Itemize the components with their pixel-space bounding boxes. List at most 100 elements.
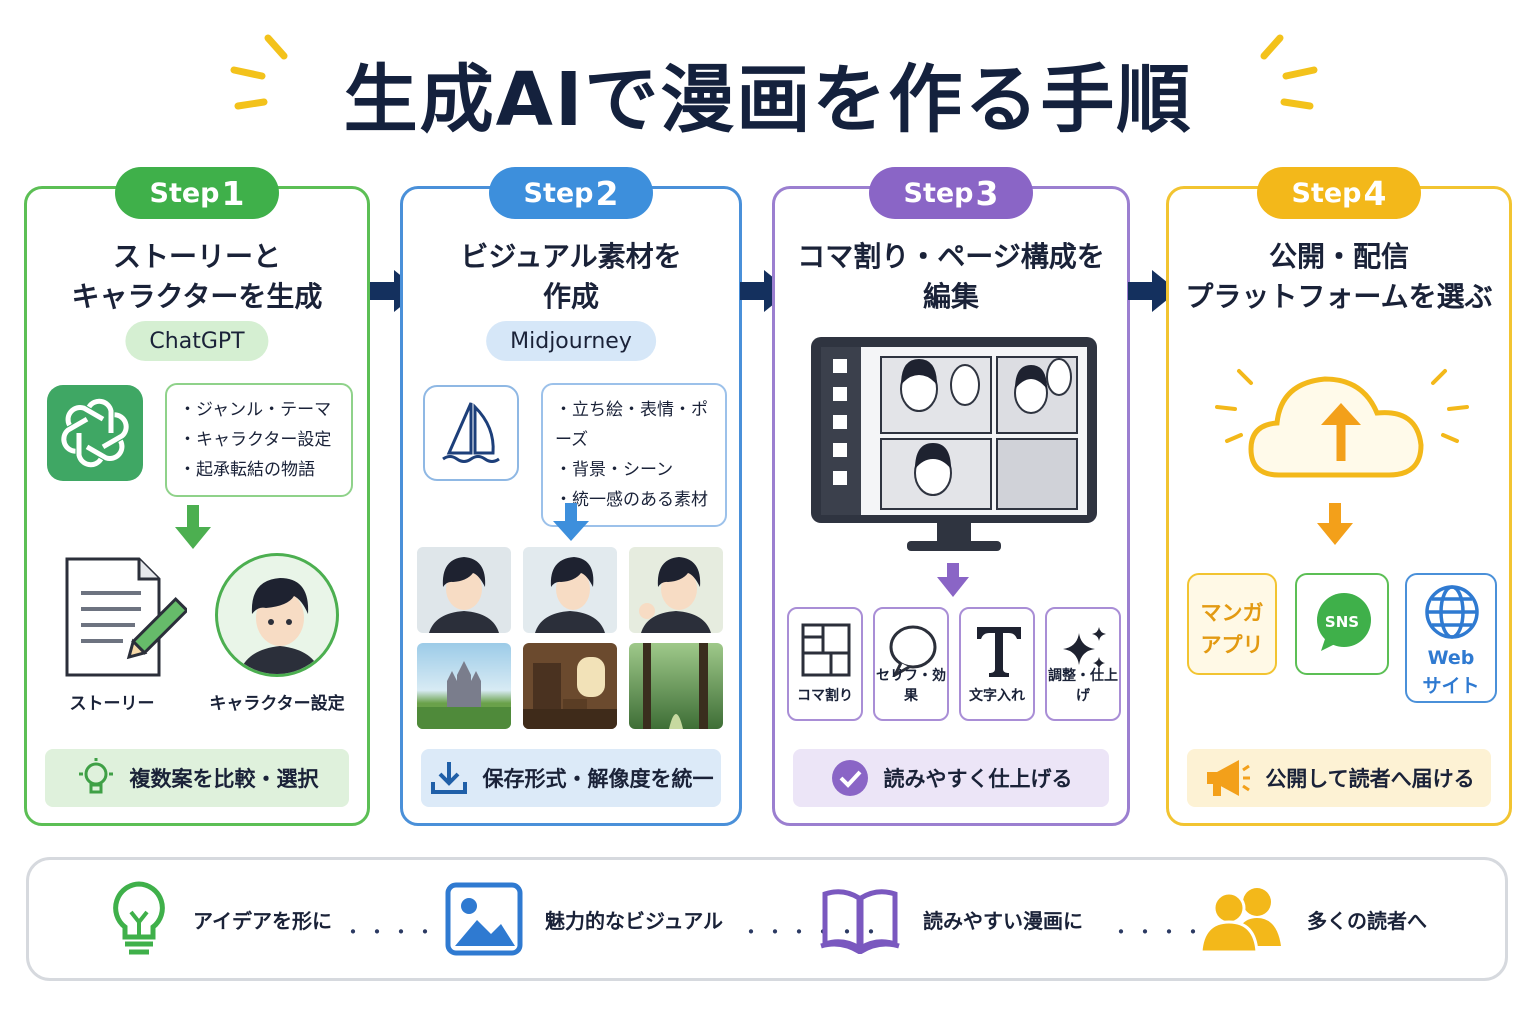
step3-word: Step xyxy=(903,177,974,209)
step2-title-line1: ビジュアル素材を xyxy=(460,240,682,273)
sparkle-left-icon xyxy=(230,34,288,110)
website-line1: Web xyxy=(1427,647,1475,669)
step1-tool-pill: ChatGPT xyxy=(125,321,269,361)
check-circle-icon xyxy=(831,760,868,796)
step1-bottom-box: 複数案を比較・選択 xyxy=(45,749,349,807)
step4-word: Step xyxy=(1291,177,1362,209)
text-insert-tool: 文字入れ xyxy=(959,607,1035,721)
monitor-icon xyxy=(811,337,1097,551)
sns-platform: SNS xyxy=(1295,573,1389,675)
image-icon xyxy=(445,882,523,956)
character-thumbnail xyxy=(629,547,723,633)
character-avatar xyxy=(215,553,339,677)
summary-text: 読みやすい漫画に xyxy=(923,908,1083,933)
dialogue-effect-label: セリフ・効果 xyxy=(876,668,946,704)
character-caption: キャラクター設定 xyxy=(209,694,345,714)
open-book-icon xyxy=(820,889,900,954)
step4-bottom-text: 公開して読者へ届ける xyxy=(1265,767,1475,791)
document-pencil-icon xyxy=(65,557,187,677)
summary-item: 多くの読者へ xyxy=(1199,860,1427,978)
step3-title-line1: コマ割り・ページ構成を xyxy=(797,240,1105,273)
summary-text: アイデアを形に xyxy=(193,908,332,933)
step2-bottom-box: 保存形式・解像度を統一 xyxy=(421,749,721,807)
down-arrow-icon xyxy=(553,503,589,541)
character-thumbnail xyxy=(417,547,511,633)
text-insert-label: 文字入れ xyxy=(969,688,1025,704)
step2-word: Step xyxy=(523,177,594,209)
manga-app-line1: マンガ xyxy=(1200,601,1264,625)
step4-title-line1: 公開・配信 xyxy=(1268,240,1409,273)
step2-number: 2 xyxy=(595,173,619,213)
step2-bullet: 統一感のある素材 xyxy=(555,485,713,515)
step2-title: ビジュアル素材を 作成 xyxy=(403,237,739,317)
character-thumbnail xyxy=(523,547,617,633)
step2-bottom-text: 保存形式・解像度を統一 xyxy=(482,767,714,791)
sailboat-icon xyxy=(423,385,519,481)
step1-word: Step xyxy=(149,177,220,209)
chatgpt-icon xyxy=(47,385,143,481)
globe-icon xyxy=(1425,585,1479,639)
page-title: 生成AIで漫画を作る手順 xyxy=(343,57,1193,143)
text-t-icon xyxy=(977,627,1021,677)
summary-bar: アイデアを形に ・・・・・・ 魅力的なビジュアル ・・・・・・ 読みやすい漫画に… xyxy=(26,857,1508,981)
panel-layout-tool: コマ割り xyxy=(787,607,863,721)
speech-bubble-icon xyxy=(889,625,937,677)
step3-title-line2: 編集 xyxy=(922,280,979,313)
room-background-thumbnail xyxy=(523,643,617,729)
sparkle-icon xyxy=(1063,627,1106,669)
step4-title-line2: プラットフォームを選ぶ xyxy=(1185,280,1493,313)
cloud-upload-icon xyxy=(1215,369,1469,478)
step1-title: ストーリーと キャラクターを生成 xyxy=(27,237,367,317)
step1-title-line2: キャラクターを生成 xyxy=(71,280,323,313)
summary-text: 魅力的なビジュアル xyxy=(545,908,723,933)
step3-number: 3 xyxy=(975,173,999,213)
step1-bottom-text: 複数案を比較・選択 xyxy=(129,767,319,791)
down-arrow-icon xyxy=(937,563,969,597)
sns-label: SNS xyxy=(1324,613,1360,631)
manga-app-line2: アプリ xyxy=(1200,633,1264,657)
step3-title: コマ割り・ページ構成を 編集 xyxy=(775,237,1127,317)
step3-bottom-text: 読みやすく仕上げる xyxy=(883,767,1073,791)
megaphone-icon xyxy=(1207,760,1251,796)
step1-bullets: ジャンル・テーマ キャラクター設定 起承転結の物語 xyxy=(165,383,353,497)
panel-layout-label: コマ割り xyxy=(797,688,853,704)
dialogue-effect-tool: セリフ・効果 xyxy=(873,607,949,721)
summary-item: 読みやすい漫画に xyxy=(819,860,1083,978)
lightbulb-icon xyxy=(78,758,113,794)
down-arrow-icon xyxy=(175,505,211,549)
step2-title-line2: 作成 xyxy=(542,280,599,313)
summary-item: 魅力的なビジュアル xyxy=(445,860,723,978)
step1-title-line1: ストーリーと xyxy=(112,240,281,273)
step4-title: 公開・配信 プラットフォームを選ぶ xyxy=(1169,237,1509,317)
lightbulb-icon xyxy=(113,881,165,955)
step1-bullet: 起承転結の物語 xyxy=(179,455,339,485)
step3-bottom-box: 読みやすく仕上げる xyxy=(793,749,1109,807)
users-icon xyxy=(1199,888,1281,954)
castle-background-thumbnail xyxy=(417,643,511,729)
panel-grid-icon xyxy=(801,623,851,677)
sns-chat-icon xyxy=(1317,593,1371,651)
website-platform: Web サイト xyxy=(1405,573,1497,703)
sparkle-right-icon xyxy=(1260,34,1318,110)
step2-bullet: 背景・シーン xyxy=(555,455,713,485)
adjust-finish-label: 調整・仕上げ xyxy=(1048,668,1118,704)
step4-bottom-box: 公開して読者へ届ける xyxy=(1187,749,1491,807)
story-caption: ストーリー xyxy=(69,694,155,714)
step2-bullets: 立ち絵・表情・ポーズ 背景・シーン 統一感のある素材 xyxy=(541,383,727,527)
download-icon xyxy=(430,762,467,794)
forest-background-thumbnail xyxy=(629,643,723,729)
step1-bullet: ジャンル・テーマ xyxy=(179,395,339,425)
summary-item: アイデアを形に xyxy=(107,860,332,978)
step1-bullet: キャラクター設定 xyxy=(179,425,339,455)
step2-bullet: 立ち絵・表情・ポーズ xyxy=(555,395,713,455)
step2-tool-pill: Midjourney xyxy=(486,321,656,361)
step4-number: 4 xyxy=(1363,173,1387,213)
summary-text: 多くの読者へ xyxy=(1307,908,1427,933)
